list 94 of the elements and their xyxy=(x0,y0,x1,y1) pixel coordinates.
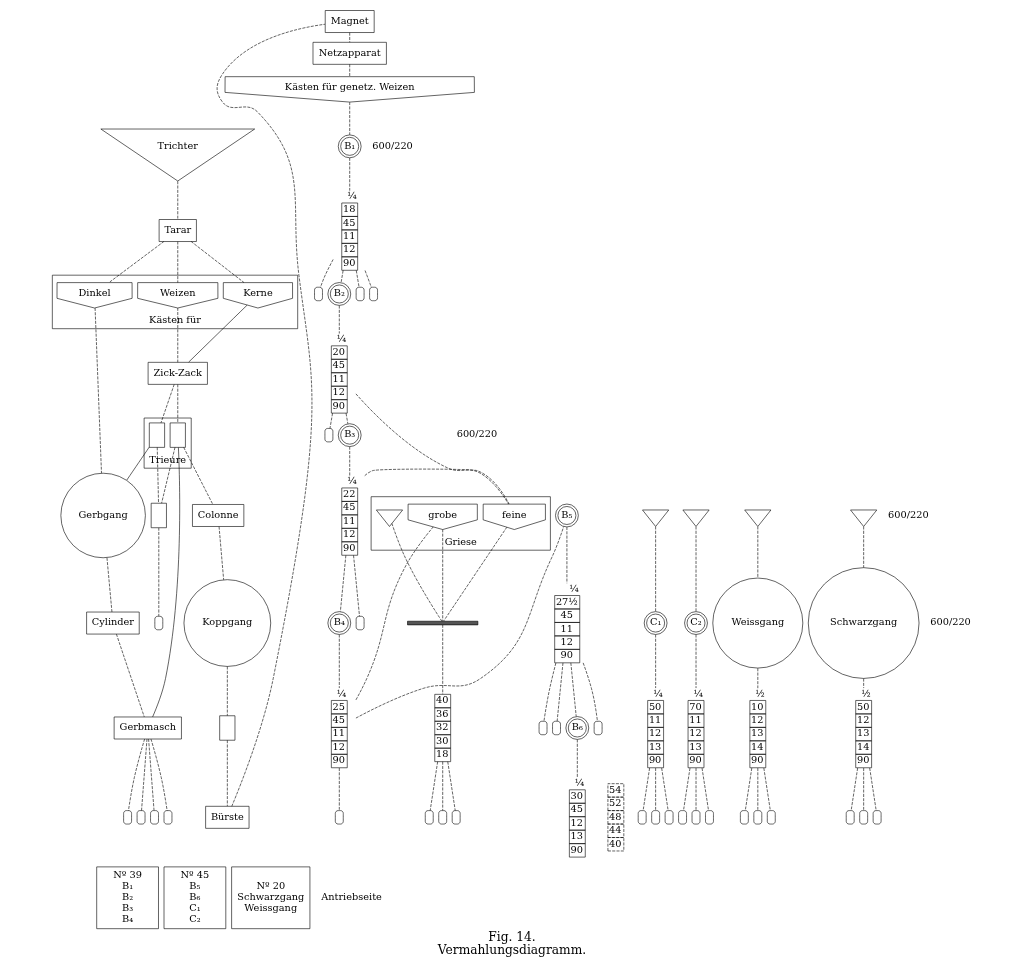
node-box: Nº 45 B₅ B₆ C₁ C₂ xyxy=(163,866,227,929)
node-sack xyxy=(705,810,714,825)
node-circle: Schwarzgang xyxy=(807,567,920,679)
connector xyxy=(156,447,159,504)
node-sack xyxy=(637,810,647,825)
label: 600/220 xyxy=(930,616,971,628)
connector xyxy=(391,523,443,622)
connector xyxy=(177,241,179,283)
connector xyxy=(152,447,180,718)
node-sack xyxy=(451,810,461,825)
connector xyxy=(188,304,248,363)
node-label: ¼ xyxy=(347,475,357,487)
node-sack xyxy=(872,810,882,825)
connector xyxy=(349,32,350,43)
connector xyxy=(442,529,443,622)
node-funnel xyxy=(850,509,878,527)
connector xyxy=(364,468,510,505)
connector xyxy=(108,241,165,283)
node-funnel xyxy=(682,509,710,527)
node-box xyxy=(169,422,186,448)
node-sack xyxy=(691,810,701,825)
node-sack xyxy=(651,810,660,825)
node-sack xyxy=(123,810,132,825)
node-sack xyxy=(335,810,344,825)
connector xyxy=(141,738,148,811)
node-box xyxy=(149,422,165,448)
node-funnel xyxy=(744,509,772,527)
node-circle: Weissgang xyxy=(712,577,804,669)
node-sack xyxy=(154,616,164,631)
node-box: Colonne xyxy=(192,504,245,527)
node-box: Bürste xyxy=(205,806,250,829)
node-box xyxy=(150,502,167,529)
node-sack xyxy=(767,810,776,825)
node-label: ½ xyxy=(755,687,765,699)
label: 600/220 xyxy=(372,139,413,151)
node-label: ¼ xyxy=(653,687,663,699)
node-box xyxy=(219,715,236,741)
node-bar xyxy=(407,620,479,626)
node-label: ½ xyxy=(861,687,871,699)
connector xyxy=(443,526,508,622)
node-sack xyxy=(753,810,763,825)
node-sack xyxy=(552,720,561,736)
node-sack xyxy=(314,286,323,301)
node-label: ¼ xyxy=(347,190,357,202)
node-sack xyxy=(150,810,159,825)
node-sack xyxy=(136,810,146,825)
label: Antriebseite xyxy=(321,891,382,903)
node-funnel xyxy=(376,509,403,527)
connector xyxy=(126,446,150,481)
node-box: Gerbmasch xyxy=(113,716,182,740)
node-box: Tarar xyxy=(158,219,197,242)
connector xyxy=(349,64,350,77)
node-box: Cylinder xyxy=(86,611,140,635)
node-label: ¼ xyxy=(574,777,585,788)
node-box: Magnet xyxy=(324,10,375,33)
node-sack xyxy=(859,810,868,825)
node-sack xyxy=(163,810,173,825)
connector xyxy=(190,241,245,283)
node-sack xyxy=(664,810,674,825)
node-sack xyxy=(593,720,603,736)
connector xyxy=(148,738,155,811)
node-funnel xyxy=(642,509,670,527)
node-sack xyxy=(369,286,378,301)
connector xyxy=(442,624,443,695)
node-box: Zick-Zack xyxy=(147,362,208,385)
node-sack xyxy=(845,810,855,825)
connector xyxy=(355,393,509,505)
node-label: ¼ xyxy=(569,582,579,594)
label: 600/220 xyxy=(888,508,929,520)
label: 600/220 xyxy=(456,428,498,440)
node-label: ¼ xyxy=(336,687,347,699)
caption: Vermahlungsdiagramm. xyxy=(437,943,587,958)
connector xyxy=(160,384,175,424)
node-sack xyxy=(355,616,365,631)
node-circle: Koppgang xyxy=(183,579,272,667)
connector xyxy=(116,633,145,718)
connector xyxy=(329,412,333,429)
cluster: Trieure xyxy=(143,417,192,469)
node-box: Nº 39 B₁ B₂ B₃ B₄ xyxy=(96,866,159,929)
node-sack xyxy=(438,810,447,825)
node-sack xyxy=(538,720,548,736)
node-sack xyxy=(424,810,434,825)
node-sack xyxy=(324,428,334,443)
node-circle: Gerbgang xyxy=(60,472,146,559)
node-box: Netzapparat xyxy=(312,42,387,65)
node-sack xyxy=(740,810,749,825)
node-label: ¼ xyxy=(336,333,347,345)
node-label: ¼ xyxy=(693,687,704,699)
node-sack xyxy=(355,286,365,301)
connector xyxy=(128,738,145,811)
node-sack xyxy=(678,810,687,825)
connector xyxy=(183,447,214,505)
diagram-title: Fig. 14. xyxy=(488,929,536,944)
node-box: Nº 20 Schwarzgang Weissgang xyxy=(231,866,311,929)
